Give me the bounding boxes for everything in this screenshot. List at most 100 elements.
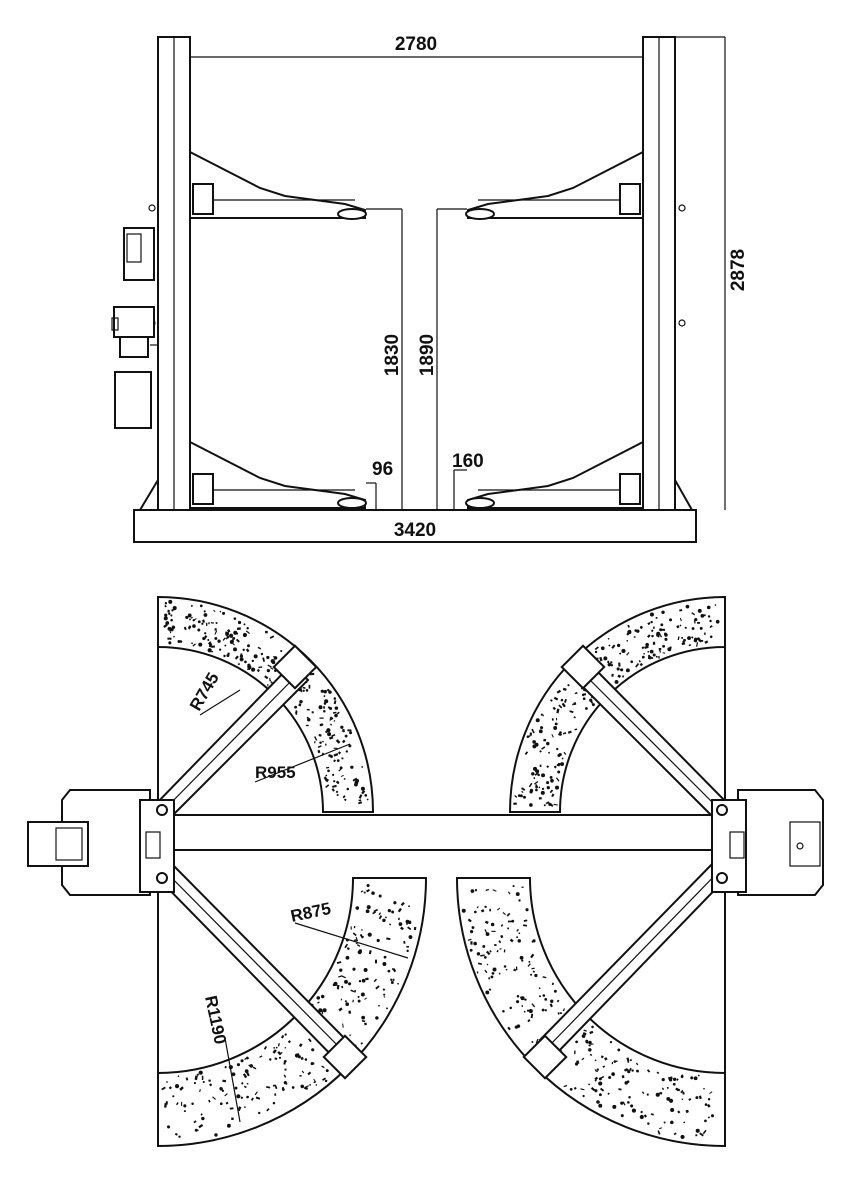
speckle	[187, 613, 192, 618]
speckle	[265, 630, 268, 634]
speckle	[691, 612, 696, 616]
speckle	[581, 1057, 585, 1061]
speckle	[555, 777, 560, 782]
speckle	[658, 655, 660, 659]
speckle	[332, 711, 337, 714]
speckle	[167, 637, 172, 640]
speckle	[607, 1092, 610, 1096]
speckle	[305, 724, 309, 727]
speckle	[529, 732, 532, 736]
speckle	[222, 637, 226, 641]
front-view: 2780 2878 1830 1890 96 160 3420	[111, 34, 749, 543]
speckle	[413, 926, 417, 931]
speckle	[383, 955, 387, 959]
speckle	[647, 634, 651, 638]
speckle	[346, 787, 350, 791]
speckle	[524, 998, 527, 1001]
speckle	[677, 1110, 681, 1114]
speckle	[537, 773, 540, 777]
speckle	[560, 698, 564, 702]
speckle	[679, 617, 682, 622]
speckle	[202, 636, 206, 641]
speckle	[224, 644, 227, 647]
speckle	[488, 977, 491, 980]
speckle	[284, 1033, 287, 1036]
speckle	[516, 936, 518, 939]
left-column	[111, 36, 191, 511]
speckle	[685, 604, 690, 609]
speckle	[214, 628, 217, 631]
speckle	[391, 967, 394, 971]
speckle	[361, 766, 364, 768]
speckle	[170, 614, 173, 617]
speckle	[657, 1130, 660, 1133]
radius-label-r955: R955	[255, 763, 296, 782]
speckle	[244, 660, 247, 664]
speckle	[390, 981, 394, 984]
speckle	[246, 1095, 249, 1099]
speckle	[704, 1103, 708, 1106]
speckle	[361, 1019, 366, 1023]
speckle	[336, 961, 342, 965]
speckle	[350, 765, 354, 769]
speckle	[484, 905, 488, 909]
speckle	[294, 705, 298, 709]
speckle	[269, 1058, 272, 1061]
speckle	[375, 985, 380, 990]
speckle	[191, 1102, 194, 1105]
speckle	[348, 1010, 352, 1014]
speckle	[361, 929, 363, 931]
speckle	[280, 649, 283, 653]
speckle	[258, 666, 263, 669]
speckle	[704, 640, 709, 644]
speckle	[353, 925, 356, 929]
speckle	[699, 1132, 704, 1137]
right-column	[642, 36, 694, 511]
speckle	[573, 702, 577, 706]
speckle	[247, 663, 251, 667]
speckle	[191, 642, 193, 645]
speckle	[253, 654, 258, 659]
speckle	[326, 728, 331, 733]
speckle	[363, 891, 366, 894]
speckle	[704, 632, 706, 635]
speckle	[502, 911, 506, 916]
speckle	[688, 1098, 692, 1101]
speckle	[270, 667, 274, 670]
speckle	[183, 1104, 187, 1108]
speckle	[357, 995, 360, 998]
speckle	[307, 718, 311, 722]
speckle	[594, 1076, 599, 1081]
speckle	[244, 1106, 246, 1108]
speckle	[655, 1092, 660, 1097]
speckle	[534, 772, 539, 776]
speckle	[266, 1086, 271, 1089]
speckle	[509, 1006, 512, 1010]
speckle	[627, 1060, 630, 1063]
speckle	[620, 668, 624, 672]
speckle	[333, 759, 337, 763]
speckle	[403, 940, 406, 944]
speckle	[400, 926, 404, 931]
speckle	[408, 935, 413, 939]
speckle	[569, 710, 574, 714]
speckle	[527, 963, 531, 967]
speckle	[594, 1069, 597, 1072]
speckle	[317, 1001, 320, 1004]
speckle	[631, 1108, 637, 1113]
speckle	[526, 1009, 530, 1012]
speckle	[371, 891, 375, 895]
speckle	[333, 981, 338, 986]
speckle	[262, 657, 266, 662]
speckle	[387, 969, 391, 973]
speckle	[589, 1053, 593, 1056]
speckle	[301, 1070, 305, 1074]
speckle	[338, 975, 343, 978]
speckle	[550, 699, 553, 702]
speckle	[531, 1040, 534, 1043]
speckle	[641, 1091, 645, 1095]
speckle	[251, 659, 255, 663]
speckle	[373, 908, 379, 913]
speckle	[274, 1093, 277, 1096]
speckle	[364, 793, 368, 797]
